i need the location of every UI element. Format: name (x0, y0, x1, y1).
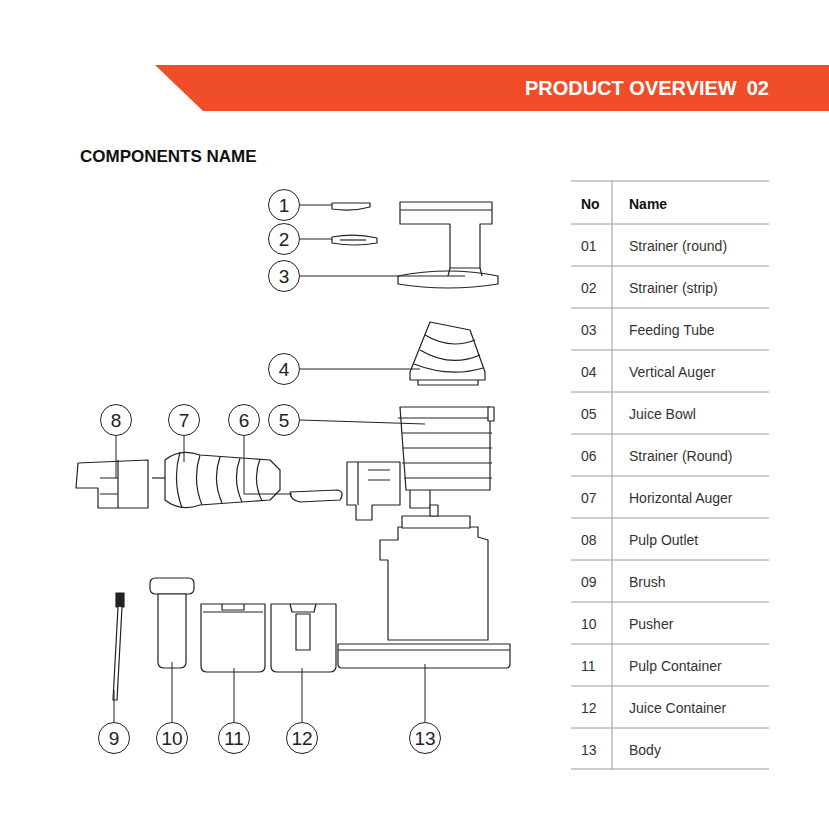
table-part-name: Brush (629, 574, 666, 590)
table-part-name: Body (629, 742, 661, 758)
table-number: 02 (581, 280, 597, 296)
callout-circle: 12 (286, 722, 318, 754)
table-part-name: Pulp Container (629, 658, 722, 674)
callout-circle: 1 (268, 189, 300, 221)
callout-number: 8 (111, 411, 122, 430)
callout-number: 10 (161, 729, 182, 748)
callout-number: 3 (279, 267, 290, 286)
callout-circle: 6 (228, 404, 260, 436)
table-number: 05 (581, 406, 597, 422)
table-number: 11 (581, 658, 596, 674)
callout-circle: 5 (268, 404, 300, 436)
section-heading: COMPONENTS NAME (80, 147, 257, 167)
table-number: 07 (581, 490, 597, 506)
banner-text-row: PRODUCT OVERVIEW 02 (525, 65, 769, 111)
table-part-name: Strainer (Round) (629, 448, 733, 464)
table-part-name: Juice Container (629, 700, 726, 716)
callout-circle: 8 (100, 404, 132, 436)
table-part-name: Strainer (strip) (629, 280, 718, 296)
callout-circle: 9 (98, 722, 130, 754)
table-number: 13 (581, 742, 597, 758)
table-part-name: Pulp Outlet (629, 532, 698, 548)
table-number: 06 (581, 448, 597, 464)
table-number: 09 (581, 574, 597, 590)
callout-number: 1 (279, 196, 290, 215)
table-part-name: Vertical Auger (629, 364, 715, 380)
table-part-name: Pusher (629, 616, 673, 632)
callout-circle: 7 (168, 404, 200, 436)
callout-number: 5 (279, 411, 290, 430)
table-number: 01 (581, 238, 597, 254)
callout-circle: 11 (218, 722, 250, 754)
callout-circle: 2 (268, 223, 300, 255)
table-number: 12 (581, 700, 597, 716)
callout-number: 6 (239, 411, 250, 430)
table-number: 04 (581, 364, 597, 380)
banner-text: 02 (747, 77, 769, 100)
table-number: 08 (581, 532, 597, 548)
callout-circle: 13 (409, 722, 441, 754)
callout-number: 11 (224, 729, 244, 748)
table-number: 03 (581, 322, 597, 338)
table-number: 10 (581, 616, 597, 632)
header-banner: PRODUCT OVERVIEW 02 (155, 65, 829, 111)
table-header: Name (629, 196, 667, 212)
table-part-name: Feeding Tube (629, 322, 715, 338)
table-part-name: Horizontal Auger (629, 490, 733, 506)
callout-number: 2 (279, 230, 290, 249)
callout-circle: 10 (156, 722, 188, 754)
callout-circle: 3 (268, 260, 300, 292)
callout-number: 12 (291, 729, 312, 748)
callout-number: 7 (179, 411, 190, 430)
table-part-name: Juice Bowl (629, 406, 696, 422)
callout-number: 9 (109, 729, 120, 748)
callout-number: 4 (279, 360, 290, 379)
callout-number: 13 (414, 729, 435, 748)
banner-text: PRODUCT OVERVIEW (525, 77, 737, 100)
table-part-name: Strainer (round) (629, 238, 727, 254)
callout-circle: 4 (268, 353, 300, 385)
table-header: No (581, 196, 600, 212)
